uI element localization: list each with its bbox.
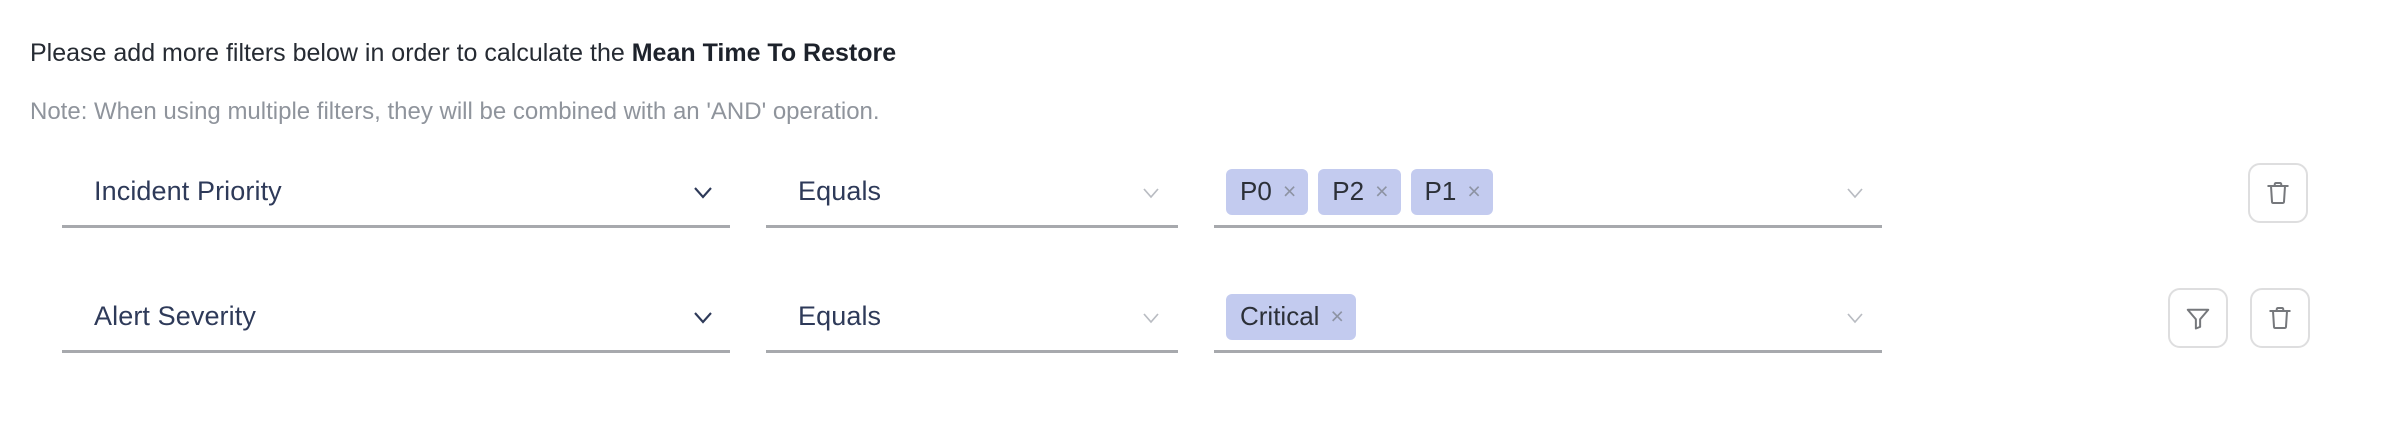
filter-row-actions [2248, 158, 2308, 228]
chip-label: P0 [1240, 176, 1272, 206]
filter-value-chip[interactable]: Critical × [1226, 293, 1356, 340]
filter-value-chip[interactable]: P1 × [1410, 168, 1493, 215]
page-title: Please add more filters below in order t… [30, 38, 896, 68]
filter-value-chip-list: P0 × P2 × P1 × [1226, 168, 1842, 215]
chevron-down-icon [1143, 187, 1159, 198]
filter-values-select[interactable]: Critical × [1214, 283, 1882, 353]
chip-label: P2 [1332, 176, 1365, 206]
filter-operator-select[interactable]: Equals [766, 158, 1178, 228]
delete-filter-button[interactable] [2248, 163, 2308, 223]
filter-attribute-value: Alert Severity [94, 301, 256, 331]
filter-values-select[interactable]: P0 × P2 × P1 × [1214, 158, 1882, 228]
filter-row: Incident Priority Equals P0 × [0, 158, 2408, 283]
filter-operator-select[interactable]: Equals [766, 283, 1178, 353]
page-title-prefix: Please add more filters below in order t… [30, 39, 632, 67]
filter-attribute-select[interactable]: Alert Severity [62, 283, 730, 353]
filter-operator-value: Equals [798, 301, 882, 331]
filter-attribute-select[interactable]: Incident Priority [62, 158, 730, 228]
filter-note: Note: When using multiple filters, they … [30, 98, 880, 125]
chevron-down-icon [1143, 312, 1159, 323]
filter-attribute-value: Incident Priority [94, 176, 282, 206]
add-filter-button[interactable] [2168, 288, 2228, 348]
chip-remove-icon[interactable]: × [1467, 177, 1481, 204]
filter-row-list: Incident Priority Equals P0 × [0, 158, 2408, 408]
filter-operator-value: Equals [798, 176, 882, 206]
chip-label: P1 [1424, 176, 1457, 206]
filter-value-chip-list: Critical × [1226, 293, 1842, 340]
trash-icon [2269, 307, 2291, 329]
chip-remove-icon[interactable]: × [1375, 177, 1389, 204]
metric-name: Mean Time To Restore [631, 39, 897, 67]
funnel-icon [2186, 308, 2210, 330]
delete-filter-button[interactable] [2250, 288, 2310, 348]
trash-icon [2267, 182, 2289, 204]
filter-value-chip[interactable]: P0 × [1226, 168, 1309, 215]
chip-label: Critical [1240, 301, 1320, 331]
chip-remove-icon[interactable]: × [1282, 177, 1297, 204]
chevron-down-icon [1847, 312, 1863, 323]
chip-remove-icon[interactable]: × [1330, 302, 1344, 329]
filter-row-actions [2168, 283, 2310, 353]
chevron-down-icon [694, 311, 712, 324]
filter-value-chip[interactable]: P2 × [1318, 168, 1401, 215]
filter-row: Alert Severity Equals Critical × [0, 283, 2408, 408]
chevron-down-icon [694, 186, 712, 199]
chevron-down-icon [1847, 187, 1863, 198]
